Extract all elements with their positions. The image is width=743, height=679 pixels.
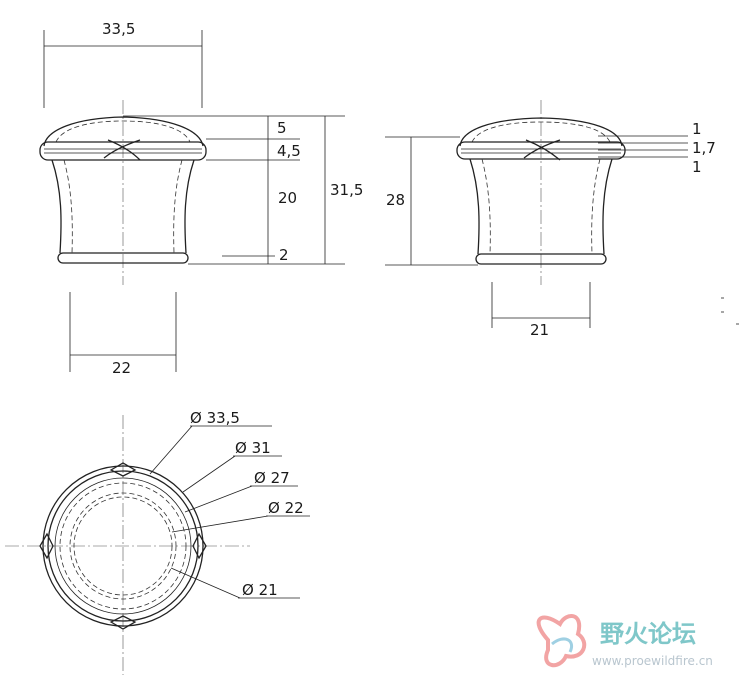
top-view-diameter-2-label: Ø 31 bbox=[235, 439, 271, 457]
front-view-body-right bbox=[602, 158, 613, 255]
side-view-overall-width-label: 33,5 bbox=[102, 20, 135, 38]
top-view-knot-right bbox=[192, 532, 207, 560]
front-view-height-label: 28 bbox=[386, 191, 405, 209]
watermark-url: www.proewildfire.cn bbox=[592, 654, 713, 668]
top-view-ring-circle bbox=[47, 470, 199, 622]
top-view-diameter-5-label: Ø 21 bbox=[242, 581, 278, 599]
top-view-diameter-1-label: Ø 33,5 bbox=[190, 409, 240, 427]
top-view-knot-left bbox=[39, 532, 54, 560]
front-view-band-top-label: 1 bbox=[692, 120, 702, 138]
top-view-diameter-3-label: Ø 27 bbox=[254, 469, 290, 487]
side-view-cap-hidden bbox=[55, 120, 191, 143]
front-view-body-left bbox=[469, 158, 480, 255]
watermark-name: 野火论坛 bbox=[600, 620, 696, 648]
side-view-body-right bbox=[184, 159, 195, 254]
top-view: Ø 33,5 Ø 31 Ø 27 Ø 22 Ø 21 bbox=[5, 409, 310, 675]
side-view-top-height-label: 5 bbox=[277, 119, 287, 137]
side-view-body-height-label: 20 bbox=[278, 189, 297, 207]
edge-marks bbox=[721, 297, 739, 325]
side-view-cross bbox=[103, 139, 141, 159]
side-view-foot bbox=[57, 252, 189, 264]
side-view-band bbox=[39, 141, 207, 161]
side-view-total-height-label: 31,5 bbox=[330, 181, 363, 199]
top-view-inner-hidden-circle bbox=[69, 492, 177, 600]
side-view-cap bbox=[43, 116, 204, 147]
top-view-outer-circle bbox=[42, 465, 204, 627]
front-view: 28 21 1 1,7 1 bbox=[385, 100, 716, 339]
front-view-band-mid-label: 1,7 bbox=[692, 139, 716, 157]
front-view-band-bottom-label: 1 bbox=[692, 158, 702, 176]
side-view-body-left bbox=[51, 159, 62, 254]
front-view-base-width-label: 21 bbox=[530, 321, 549, 339]
watermark: 野火论坛 www.proewildfire.cn bbox=[536, 614, 713, 668]
watermark-logo bbox=[536, 614, 587, 667]
front-view-band bbox=[456, 141, 626, 160]
top-view-knot-bottom bbox=[109, 615, 137, 630]
front-view-foot bbox=[475, 253, 607, 265]
top-view-diameter-4-label: Ø 22 bbox=[268, 499, 304, 517]
side-view-foot-height-label: 2 bbox=[279, 246, 289, 264]
side-view: 33,5 22 5 4,5 20 2 31,5 bbox=[39, 20, 363, 377]
side-view-base-width-label: 22 bbox=[112, 359, 131, 377]
top-view-knot-top bbox=[109, 462, 137, 477]
front-view-cap bbox=[459, 117, 623, 147]
side-view-band-height-label: 4,5 bbox=[277, 142, 301, 160]
